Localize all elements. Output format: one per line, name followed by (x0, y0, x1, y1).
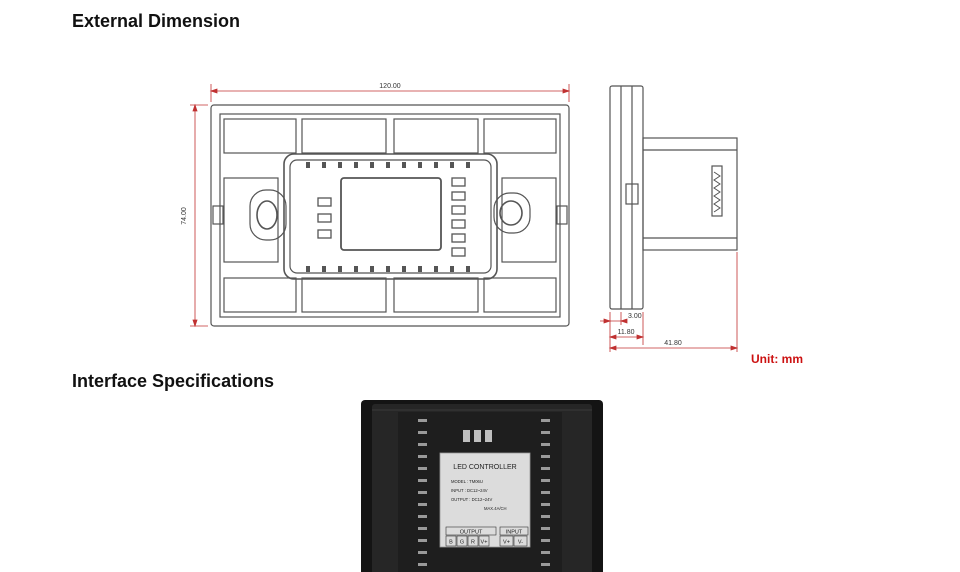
label-input: INPUT : DC12~24V (451, 488, 488, 493)
front-inner-frame (219, 113, 561, 318)
front-outer-frame (210, 104, 570, 327)
label-model: MODEL : TM06U (451, 479, 483, 484)
product-label (439, 452, 531, 548)
label-input-group: INPUT (506, 530, 523, 536)
terminal-label: G (460, 540, 464, 546)
label-title: LED CONTROLLER (453, 464, 516, 471)
label-output-group: OUTPUT (460, 530, 483, 536)
front-slots (306, 162, 470, 272)
label-output: OUTPUT : DC12~24V (451, 497, 492, 502)
dimension-side-small: 3.00 (628, 313, 642, 320)
dimension-side-total: 41.80 (664, 340, 682, 347)
side-view (609, 85, 738, 310)
section-heading-interface-specifications: Interface Specifications (72, 371, 275, 391)
terminal-label: V+ (481, 540, 488, 546)
vent-slots-left (418, 419, 427, 566)
screw-boss-right (493, 192, 531, 234)
side-dimension-lines (600, 252, 739, 352)
terminal-label: V- (518, 540, 523, 546)
dimension-side-mid: 11.80 (618, 329, 635, 336)
side-body (642, 137, 738, 251)
terminal-label: B (449, 540, 453, 546)
dimension-height: 74.00 (181, 207, 188, 225)
unit-label: Unit: mm (751, 352, 803, 366)
vent-slots-right (541, 419, 550, 566)
center-module (283, 153, 498, 280)
section-heading-external-dimension: External Dimension (72, 11, 241, 31)
screw-boss-left (249, 189, 287, 241)
device-back-photo: LED CONTROLLER MODEL : TM06U INPUT : DC1… (361, 400, 603, 572)
dimension-width: 120.00 (379, 83, 401, 90)
terminal-label: V+ (503, 540, 510, 546)
display-window (340, 177, 442, 251)
label-max: MAX.4A/CH (484, 506, 507, 511)
front-dimension-lines (190, 84, 571, 328)
front-buttons (317, 177, 466, 257)
terminal-label: R (471, 540, 475, 546)
front-view (210, 104, 570, 327)
